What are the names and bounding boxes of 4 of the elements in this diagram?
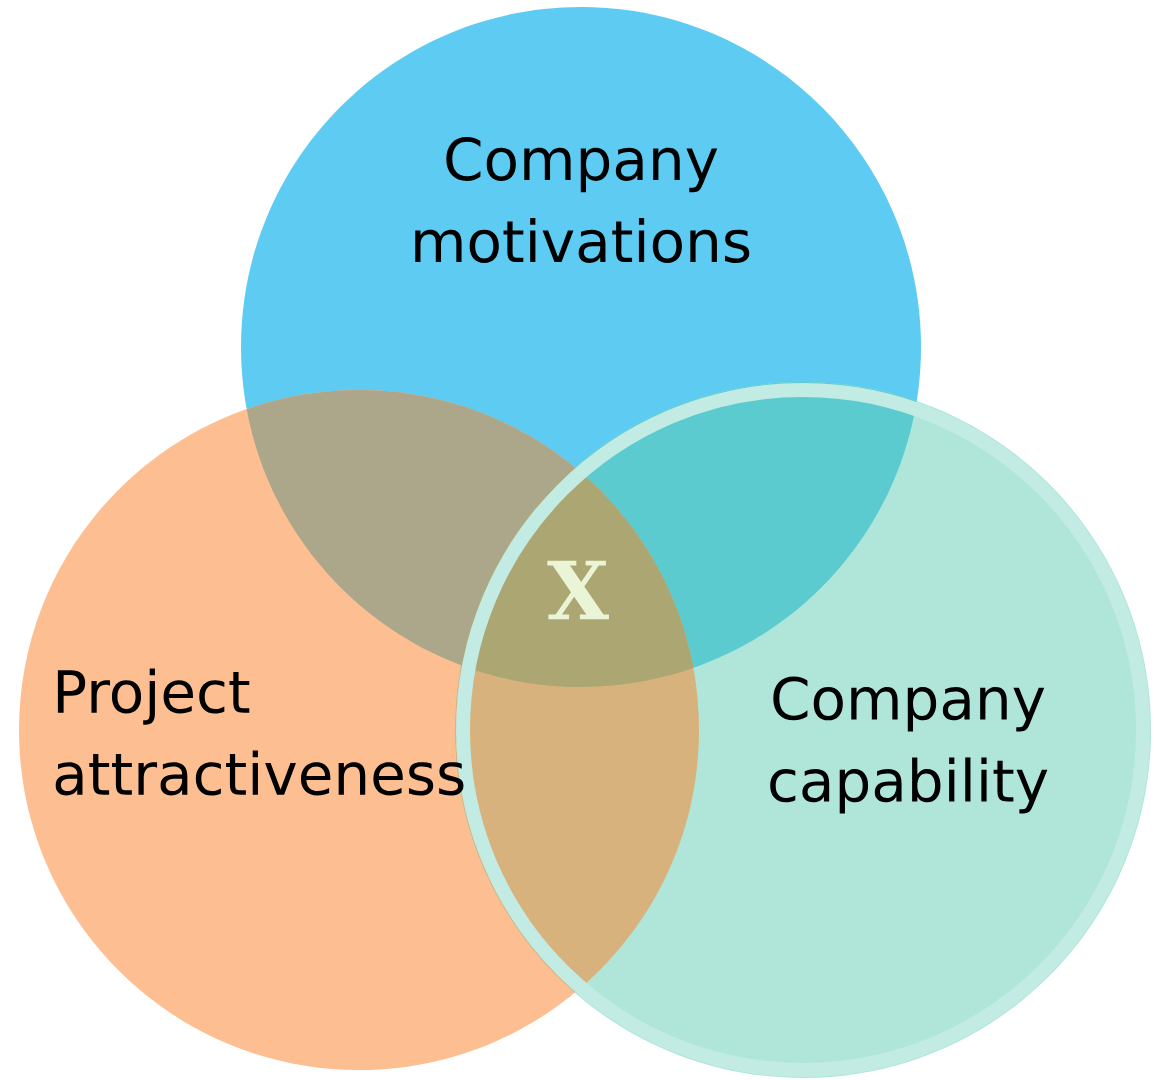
circle-label: Company capability (770, 676, 1048, 814)
center-label: X (547, 560, 609, 620)
circle-label: Project attractiveness (55, 668, 464, 796)
circle-label: Company motivations (415, 137, 750, 263)
